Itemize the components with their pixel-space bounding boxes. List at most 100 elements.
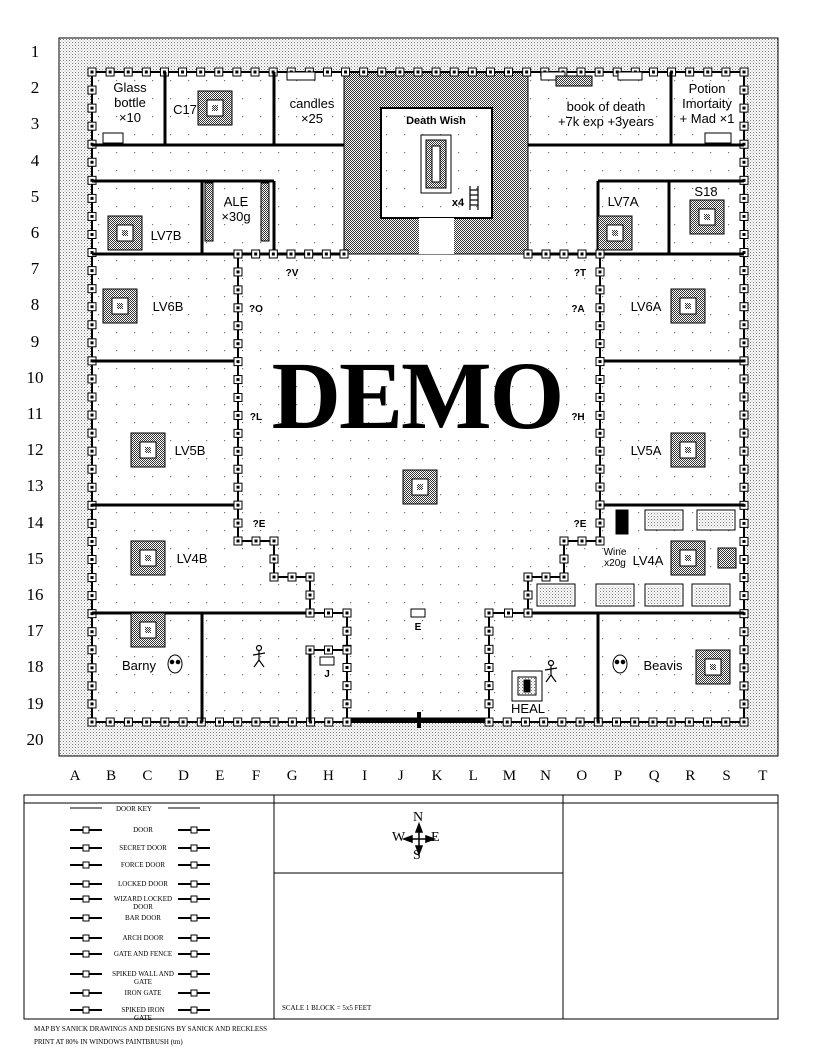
wall-bead-core [742, 521, 746, 525]
wall-bead-core [416, 70, 420, 74]
legend-item: FORCE DOOR [120, 861, 166, 869]
column-label: Q [648, 768, 660, 784]
wall-bead-core [452, 70, 456, 74]
small-beds [319, 608, 426, 666]
wall-bead-core [742, 160, 746, 164]
wall-bead-core [236, 485, 240, 489]
wall-bead-core [615, 720, 618, 724]
column-label: C [142, 768, 153, 784]
wall-bead-core [290, 720, 294, 724]
wall-bead-core [742, 323, 746, 327]
wall-bead-core [90, 160, 94, 164]
door-label-e-right: ?E [573, 519, 587, 530]
column-label: B [106, 768, 117, 784]
wall-bead-core [90, 485, 94, 489]
wall-bead-core [325, 70, 329, 74]
lv6b-label: LV6B [152, 299, 184, 314]
lv4b-label: LV4B [176, 551, 208, 566]
wall-bead-core [90, 106, 94, 110]
wall-bead-core [90, 648, 94, 652]
wall-bead-core [742, 196, 746, 200]
wall-bead-core [688, 70, 692, 74]
legend-sample-door [82, 826, 90, 834]
wall-bead-core [236, 378, 240, 382]
wall-bead-core [90, 720, 94, 724]
wall-bead-core [742, 594, 746, 598]
wall-bead-core [272, 720, 276, 724]
pedestal-center [710, 664, 716, 670]
legend-item: IRON GATE [124, 989, 162, 997]
door-label-a: ?A [571, 304, 585, 315]
wall-bead-core [598, 467, 602, 471]
legend-sample-door [82, 895, 90, 903]
wall-bead-core [562, 252, 566, 256]
wall-bead-core [488, 70, 492, 74]
sarcophagus-icon [420, 134, 452, 194]
wall-bead-core [706, 720, 710, 724]
legend-sample-door [190, 880, 198, 888]
wall-bead-core [272, 575, 276, 579]
wall-bead-core [289, 252, 293, 256]
legend-item: WIZARD LOCKED DOOR [113, 895, 173, 911]
wall-bead-core [218, 720, 221, 724]
wall-bead-core [598, 485, 602, 489]
wall-bead-core [253, 70, 257, 74]
wall-bead-core [327, 648, 330, 652]
column-label: K [431, 768, 443, 784]
wall-bead-core [126, 70, 130, 74]
wall-bead-core [669, 720, 673, 724]
wall-bead-core [598, 413, 602, 417]
column-label: L [468, 768, 478, 784]
wall-bead-core [236, 720, 240, 724]
row-label: 11 [26, 404, 44, 423]
wall-bead-core [327, 720, 331, 724]
wall-bead-core [525, 70, 529, 74]
legend-sample-door [82, 970, 90, 978]
legend-item: GATE AND FENCE [113, 950, 173, 958]
column-label: N [540, 768, 552, 784]
wall-bead-core [562, 557, 566, 561]
wall-bead-core [742, 720, 746, 724]
legend-sample-door [82, 844, 90, 852]
candles-label: candles×25 [289, 96, 335, 126]
wall-bead-core [108, 70, 112, 74]
beavis-label: Beavis [643, 658, 683, 673]
wall-bead-core [90, 558, 94, 561]
pedestal-center [212, 105, 218, 111]
wall-bead-core [598, 521, 602, 525]
wall-bead-core [742, 413, 746, 417]
wall-bead-core [327, 611, 330, 615]
wall-bead-core [217, 70, 221, 74]
wall-bead-core [598, 378, 602, 381]
lv5b-label: LV5B [174, 443, 206, 458]
wall-bead-core [579, 70, 583, 74]
wall-bead-core [742, 449, 746, 453]
legend-item: SPIKED IRON GATE [121, 1006, 165, 1022]
wall-bead-core [562, 539, 566, 543]
wall-bead-core [271, 252, 275, 256]
wall-bead-core [90, 287, 94, 291]
wall-bead-core [90, 413, 94, 417]
pedestal-icon [130, 540, 166, 576]
legend-item: LOCKED DOOR [118, 880, 168, 888]
row-label: 10 [26, 367, 44, 387]
wall-bead-core [742, 648, 746, 652]
wall-bead-core [144, 70, 148, 74]
row-label: 1 [30, 42, 40, 61]
column-label: J [397, 768, 404, 784]
c17-label: C17 [173, 102, 197, 117]
e-marker: E [414, 622, 422, 633]
demo-watermark: DEMO [271, 342, 565, 449]
wall-bead-core [90, 539, 94, 543]
wall-bead-core [598, 342, 602, 346]
legend-sample-door [82, 1006, 90, 1014]
wall-bead-core [687, 720, 691, 724]
wall-bead-core [742, 269, 746, 273]
pedestal-center [685, 555, 691, 561]
wall-bead-core [598, 324, 602, 328]
wall-bead-core [742, 539, 746, 543]
wall-bead-core [308, 648, 312, 652]
lv7a-label: LV7A [607, 194, 639, 209]
wall-bead-core [597, 70, 601, 74]
pedestal-center [685, 447, 691, 453]
